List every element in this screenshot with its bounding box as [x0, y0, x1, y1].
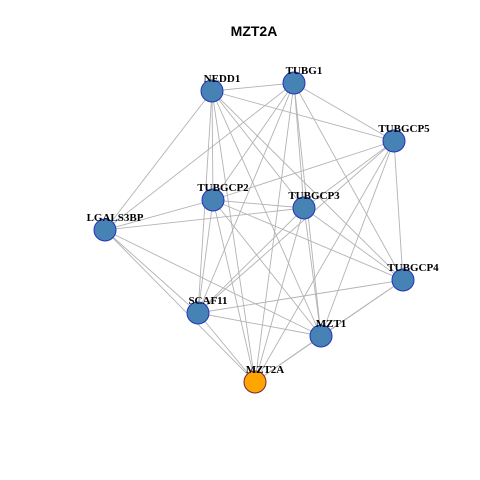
edge-lgals3bp-mzt1	[104, 229, 322, 337]
edge-tubgcp2-tubgcp3	[212, 199, 305, 209]
edge-nedd1-tubgcp3	[211, 90, 305, 209]
node-circle[interactable]	[292, 196, 316, 220]
edge-tubgcp5-mzt1	[320, 140, 395, 337]
edge-tubgcp3-scaf11	[197, 207, 305, 314]
edge-lgals3bp-mzt2a	[104, 229, 256, 383]
edge-tubg1-tubgcp2	[212, 82, 295, 201]
node-circle[interactable]	[243, 370, 267, 394]
edge-tubg1-scaf11	[197, 82, 295, 314]
edge-scaf11-mzt2a	[197, 312, 256, 383]
edge-lgals3bp-scaf11	[104, 229, 199, 314]
node-tubg1[interactable]: TUBG1	[282, 65, 323, 95]
node-circle[interactable]	[382, 129, 406, 153]
edge-nedd1-tubg1	[211, 82, 295, 92]
node-label: TUBG1	[286, 65, 323, 77]
edge-tubg1-mzt2a	[254, 82, 295, 383]
node-circle[interactable]	[93, 218, 117, 242]
edge-tubgcp4-scaf11	[197, 279, 404, 314]
edge-tubg1-tubgcp3	[293, 82, 305, 209]
node-circle[interactable]	[391, 268, 415, 292]
node-mzt2a[interactable]: MZT2A	[243, 364, 285, 394]
edge-tubgcp2-mzt2a	[212, 199, 256, 383]
edge-tubgcp2-lgals3bp	[104, 199, 214, 231]
edge-mzt1-mzt2a	[254, 335, 322, 383]
edge-tubgcp3-mzt1	[303, 207, 322, 337]
node-circle[interactable]	[186, 301, 210, 325]
node-label: NEDD1	[204, 73, 241, 85]
graph-title: MZT2A	[231, 23, 278, 39]
edge-tubgcp5-tubgcp4	[393, 140, 404, 281]
node-label: TUBGCP4	[387, 262, 439, 274]
node-tubgcp2[interactable]: TUBGCP2	[197, 182, 249, 212]
edge-tubgcp5-tubgcp3	[303, 140, 395, 209]
node-label: TUBGCP5	[378, 123, 430, 135]
edge-tubg1-lgals3bp	[104, 82, 295, 231]
node-label: LGALS3BP	[87, 212, 144, 224]
node-scaf11[interactable]: SCAF11	[186, 295, 228, 325]
node-label: MZT2A	[246, 364, 285, 376]
edge-tubg1-tubgcp5	[293, 82, 395, 142]
edge-nedd1-lgals3bp	[104, 90, 213, 231]
node-mzt1[interactable]: MZT1	[309, 318, 347, 348]
edge-tubgcp2-scaf11	[197, 199, 214, 314]
node-lgals3bp[interactable]: LGALS3BP	[87, 212, 144, 242]
node-label: TUBGCP3	[288, 190, 340, 202]
node-tubgcp4[interactable]: TUBGCP4	[387, 262, 439, 292]
node-label: MZT1	[316, 318, 347, 330]
edge-nedd1-mzt2a	[211, 90, 256, 383]
node-circle[interactable]	[309, 324, 333, 348]
edge-tubgcp2-mzt1	[212, 199, 322, 337]
node-circle[interactable]	[201, 188, 225, 212]
node-circle[interactable]	[282, 71, 306, 95]
edge-tubgcp3-tubgcp4	[303, 207, 404, 281]
edge-tubgcp5-mzt2a	[254, 140, 395, 383]
node-tubgcp3[interactable]: TUBGCP3	[288, 190, 340, 220]
edge-nedd1-tubgcp5	[211, 90, 395, 142]
node-nedd1[interactable]: NEDD1	[200, 73, 241, 103]
edge-tubgcp3-lgals3bp	[104, 207, 305, 231]
edge-tubgcp5-tubgcp2	[212, 140, 395, 201]
node-label: SCAF11	[188, 295, 227, 307]
edge-tubgcp5-scaf11	[197, 140, 395, 314]
edge-nedd1-tubgcp2	[211, 90, 214, 201]
node-circle[interactable]	[200, 79, 224, 103]
edge-layer	[104, 82, 404, 383]
node-tubgcp5[interactable]: TUBGCP5	[378, 123, 430, 153]
edge-tubgcp3-mzt2a	[254, 207, 305, 383]
edge-scaf11-mzt1	[197, 312, 322, 337]
node-label: TUBGCP2	[197, 182, 249, 194]
edge-nedd1-mzt1	[211, 90, 322, 337]
